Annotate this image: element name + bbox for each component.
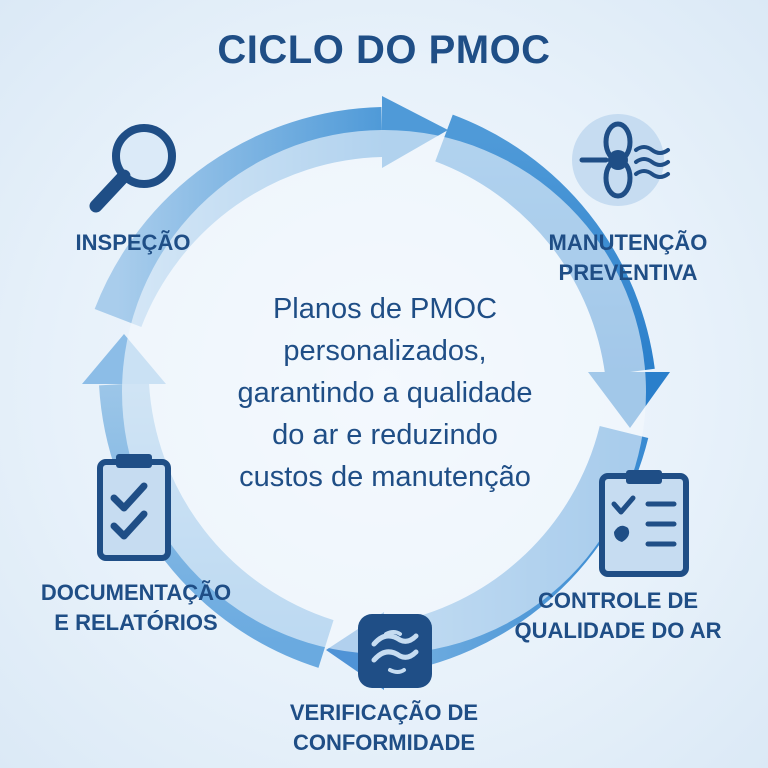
hvac-fan-icon [572, 114, 670, 206]
step-label-line: VERIFICAÇÃO DE [289, 700, 479, 725]
step-label-line: INSPEÇÃO [75, 230, 191, 255]
step-label-line: CONFORMIDADE [292, 730, 476, 755]
clipboard-checks-icon [97, 454, 171, 561]
center-description: Planos de PMOC personalizados, garantind… [200, 288, 570, 498]
step-label-line: E RELATÓRIOS [54, 610, 218, 635]
step-label-verificacao: VERIFICAÇÃO DE CONFORMIDADE [254, 698, 514, 758]
checklist-clipboard-icon [599, 470, 689, 577]
step-label-inspecao: INSPEÇÃO [58, 228, 208, 258]
step-label-line: DOCUMENTAÇÃO [40, 580, 232, 605]
airflow-badge-icon [358, 614, 432, 688]
center-line: custos de manutenção [239, 461, 531, 493]
center-line: do ar e reduzindo [272, 419, 498, 451]
step-label-line: QUALIDADE DO AR [514, 618, 722, 643]
step-label-line: CONTROLE DE [537, 588, 699, 613]
step-label-controle: CONTROLE DE QUALIDADE DO AR [498, 586, 738, 646]
step-label-line: MANUTENÇÃO [548, 230, 708, 255]
center-line: personalizados, [283, 335, 487, 367]
step-label-manutencao: MANUTENÇÃO PREVENTIVA [528, 228, 728, 288]
center-line: Planos de PMOC [272, 293, 498, 325]
magnifier-icon [89, 124, 176, 213]
page-title: CICLO DO PMOC [217, 28, 551, 72]
center-disc [122, 130, 646, 654]
center-line: garantindo a qualidade [237, 377, 533, 409]
step-label-documentacao: DOCUMENTAÇÃO E RELATÓRIOS [26, 578, 246, 638]
step-label-line: PREVENTIVA [558, 260, 698, 285]
